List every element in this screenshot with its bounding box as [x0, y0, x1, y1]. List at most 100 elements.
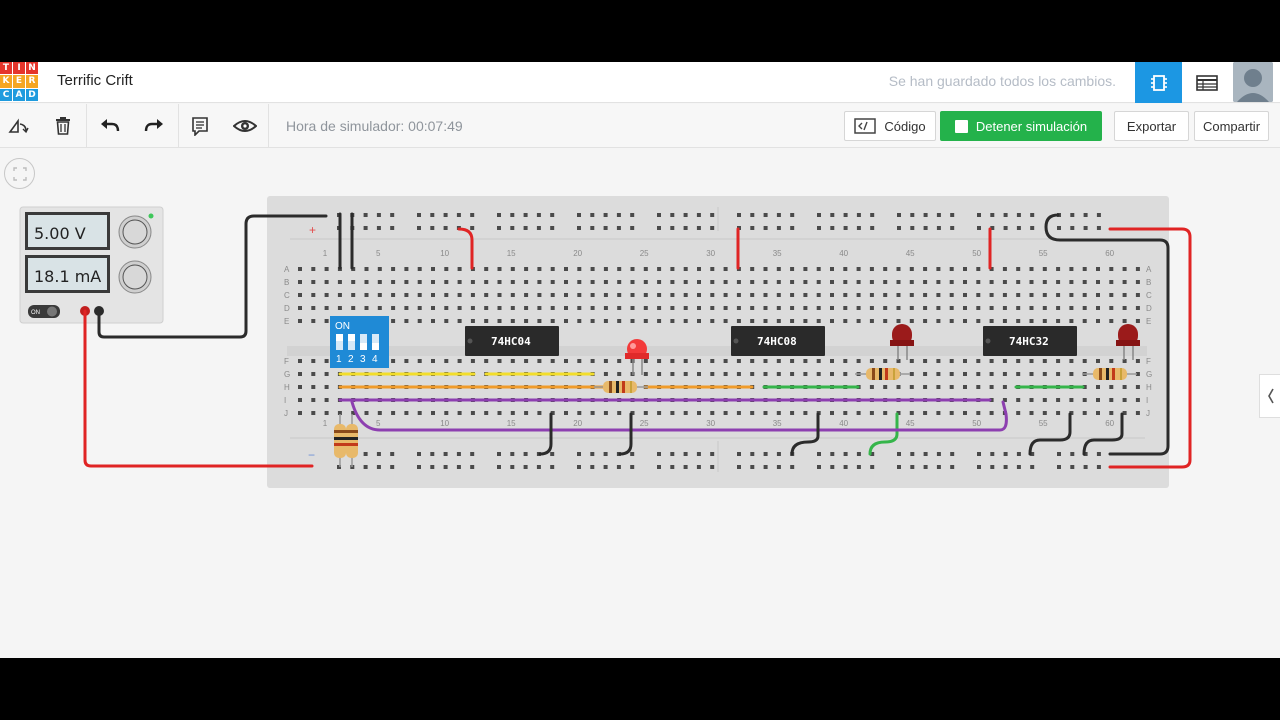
breadboard-hole[interactable]	[710, 213, 715, 217]
breadboard-hole[interactable]	[298, 372, 302, 376]
breadboard-hole[interactable]	[723, 319, 728, 323]
breadboard-hole[interactable]	[1109, 385, 1114, 389]
breadboard-hole[interactable]	[936, 319, 941, 323]
breadboard-hole[interactable]	[923, 385, 928, 389]
breadboard-hole[interactable]	[298, 306, 302, 310]
breadboard-hole[interactable]	[776, 319, 781, 323]
stop-simulation-button[interactable]: Detener simulación	[940, 111, 1102, 141]
breadboard-hole[interactable]	[670, 267, 675, 271]
breadboard-hole[interactable]	[869, 359, 874, 363]
breadboard-hole[interactable]	[750, 411, 755, 415]
breadboard-hole[interactable]	[657, 213, 661, 217]
breadboard-hole[interactable]	[430, 226, 435, 230]
breadboard-hole[interactable]	[1056, 359, 1061, 363]
breadboard-hole[interactable]	[750, 452, 755, 456]
breadboard-hole[interactable]	[431, 293, 435, 297]
breadboard-hole[interactable]	[1030, 213, 1035, 217]
breadboard-hole[interactable]	[603, 213, 608, 217]
breadboard-hole[interactable]	[1135, 306, 1140, 310]
breadboard-hole[interactable]	[989, 372, 994, 376]
breadboard-hole[interactable]	[417, 411, 422, 415]
breadboard-hole[interactable]	[590, 306, 595, 310]
chip-74hc04[interactable]: 74HC04	[465, 326, 559, 356]
breadboard-hole[interactable]	[830, 452, 835, 456]
breadboard-hole[interactable]	[337, 293, 342, 297]
breadboard-hole[interactable]	[1042, 411, 1047, 415]
breadboard-hole[interactable]	[616, 465, 621, 469]
breadboard-hole[interactable]	[1135, 411, 1140, 415]
redo-icon[interactable]	[142, 114, 166, 138]
breadboard-hole[interactable]	[457, 280, 462, 284]
breadboard-hole[interactable]	[950, 213, 955, 217]
breadboard-hole[interactable]	[776, 452, 781, 456]
breadboard-hole[interactable]	[1096, 226, 1101, 230]
breadboard-hole[interactable]	[989, 293, 994, 297]
breadboard-hole[interactable]	[404, 359, 409, 363]
breadboard-hole[interactable]	[457, 267, 462, 271]
breadboard-hole[interactable]	[896, 293, 901, 297]
breadboard-hole[interactable]	[697, 411, 701, 415]
breadboard-hole[interactable]	[1002, 385, 1007, 389]
breadboard-hole[interactable]	[1082, 398, 1087, 402]
breadboard-hole[interactable]	[550, 293, 555, 297]
breadboard-hole[interactable]	[443, 213, 448, 217]
breadboard-hole[interactable]	[564, 293, 568, 297]
breadboard-hole[interactable]	[976, 385, 981, 389]
breadboard-hole[interactable]	[1096, 213, 1101, 217]
breadboard-hole[interactable]	[710, 280, 715, 284]
breadboard-hole[interactable]	[417, 319, 422, 323]
breadboard-hole[interactable]	[1042, 306, 1047, 310]
breadboard-hole[interactable]	[577, 359, 582, 363]
breadboard-hole[interactable]	[683, 359, 688, 363]
breadboard-hole[interactable]	[896, 267, 901, 271]
breadboard-hole[interactable]	[417, 226, 421, 230]
breadboard-hole[interactable]	[897, 452, 901, 456]
breadboard-hole[interactable]	[603, 319, 608, 323]
breadboard-hole[interactable]	[750, 465, 755, 469]
breadboard-hole[interactable]	[950, 465, 955, 469]
breadboard-hole[interactable]	[377, 306, 382, 310]
breadboard-hole[interactable]	[337, 306, 342, 310]
breadboard-hole[interactable]	[617, 372, 622, 376]
breadboard-hole[interactable]	[351, 411, 356, 415]
breadboard-hole[interactable]	[324, 411, 329, 415]
breadboard-hole[interactable]	[1016, 293, 1021, 297]
breadboard-hole[interactable]	[1069, 306, 1074, 310]
breadboard-hole[interactable]	[856, 465, 861, 469]
breadboard-hole[interactable]	[856, 359, 861, 363]
breadboard-hole[interactable]	[830, 293, 834, 297]
breadboard-hole[interactable]	[683, 280, 688, 284]
breadboard-hole[interactable]	[750, 372, 755, 376]
breadboard-hole[interactable]	[376, 452, 381, 456]
breadboard-hole[interactable]	[670, 359, 675, 363]
breadboard-hole[interactable]	[311, 319, 316, 323]
breadboard-hole[interactable]	[949, 280, 954, 284]
breadboard-hole[interactable]	[736, 319, 741, 323]
breadboard-hole[interactable]	[923, 280, 928, 284]
breadboard-hole[interactable]	[1016, 411, 1021, 415]
breadboard-hole[interactable]	[351, 293, 356, 297]
breadboard-hole[interactable]	[856, 411, 861, 415]
breadboard-hole[interactable]	[790, 319, 795, 323]
breadboard-hole[interactable]	[949, 359, 954, 363]
dip-toggle-4[interactable]	[372, 334, 379, 350]
breadboard-hole[interactable]	[936, 267, 941, 271]
circuit-canvas[interactable]: + − 115510101515202025253030353540404545…	[0, 148, 1280, 658]
breadboard-hole[interactable]	[790, 372, 795, 376]
breadboard-hole[interactable]	[803, 306, 808, 310]
breadboard-hole[interactable]	[1003, 213, 1008, 217]
breadboard-hole[interactable]	[444, 411, 449, 415]
project-title[interactable]: Terrific Crift	[57, 72, 133, 89]
breadboard-hole[interactable]	[1122, 280, 1127, 284]
led-off-2[interactable]	[890, 324, 914, 360]
breadboard-hole[interactable]	[856, 226, 861, 230]
breadboard-hole[interactable]	[963, 267, 967, 271]
breadboard-hole[interactable]	[404, 306, 409, 310]
breadboard-hole[interactable]	[790, 465, 795, 469]
breadboard-hole[interactable]	[776, 411, 781, 415]
breadboard-hole[interactable]	[697, 319, 701, 323]
breadboard-hole[interactable]	[683, 226, 688, 230]
breadboard-hole[interactable]	[470, 411, 475, 415]
breadboard-hole[interactable]	[1056, 411, 1061, 415]
breadboard-hole[interactable]	[949, 306, 954, 310]
